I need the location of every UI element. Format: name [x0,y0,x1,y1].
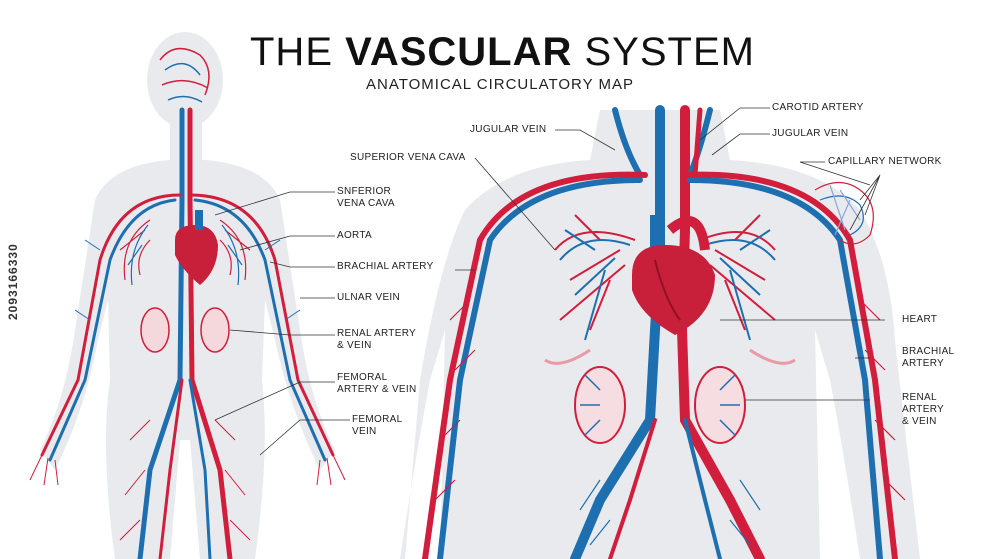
label-jugular-vein-left: JUGULAR VEIN [470,124,547,135]
label-brachial-artery-right: BRACHIAL ARTERY [902,346,955,369]
title-vascular: VASCULAR [345,30,573,74]
right-kidneys [574,366,746,444]
right-heart [632,215,715,335]
label-carotid-artery: CAROTID ARTERY [772,102,864,113]
right-body-silhouette [400,110,920,559]
capillary-network [814,181,874,245]
title-the: THE [250,30,346,74]
label-renal-right: RENAL ARTERY & VEIN [902,392,945,427]
label-superior-vena-cava: SUPERIOR VENA CAVA [350,152,466,163]
left-brain-vessels [159,47,210,103]
title-system: SYSTEM [572,30,755,74]
left-leader-lines [214,191,350,456]
left-limb-branches [29,239,346,541]
right-small-branches [434,299,906,546]
page-title: THE VASCULAR SYSTEM [250,30,754,75]
right-lungs [554,214,776,341]
label-capillary-network: CAPILLARY NETWORK [828,156,942,167]
label-heart: HEART [902,314,938,325]
stock-id: 2093166330 [6,243,20,320]
label-femoral-vein: FEMORAL VEIN [352,414,403,437]
left-kidneys [140,307,230,353]
page-subtitle: ANATOMICAL CIRCULATORY MAP [366,76,634,93]
label-renal-left: RENAL ARTERY & VEIN [337,328,417,351]
label-inferior-vena-cava: SNFERIOR VENA CAVA [337,186,395,209]
label-ulnar-vein: ULNAR VEIN [337,292,401,303]
label-jugular-vein-right: JUGULAR VEIN [772,128,849,139]
label-brachial-artery-left: BRACHIAL ARTERY [337,261,434,272]
left-main-vessels [40,107,335,559]
label-femoral-artery-vein: FEMORAL ARTERY & VEIN [337,372,417,395]
label-aorta: AORTA [337,230,373,241]
left-lungs [119,219,251,286]
left-heart [175,210,218,285]
right-leader-lines [455,107,885,401]
